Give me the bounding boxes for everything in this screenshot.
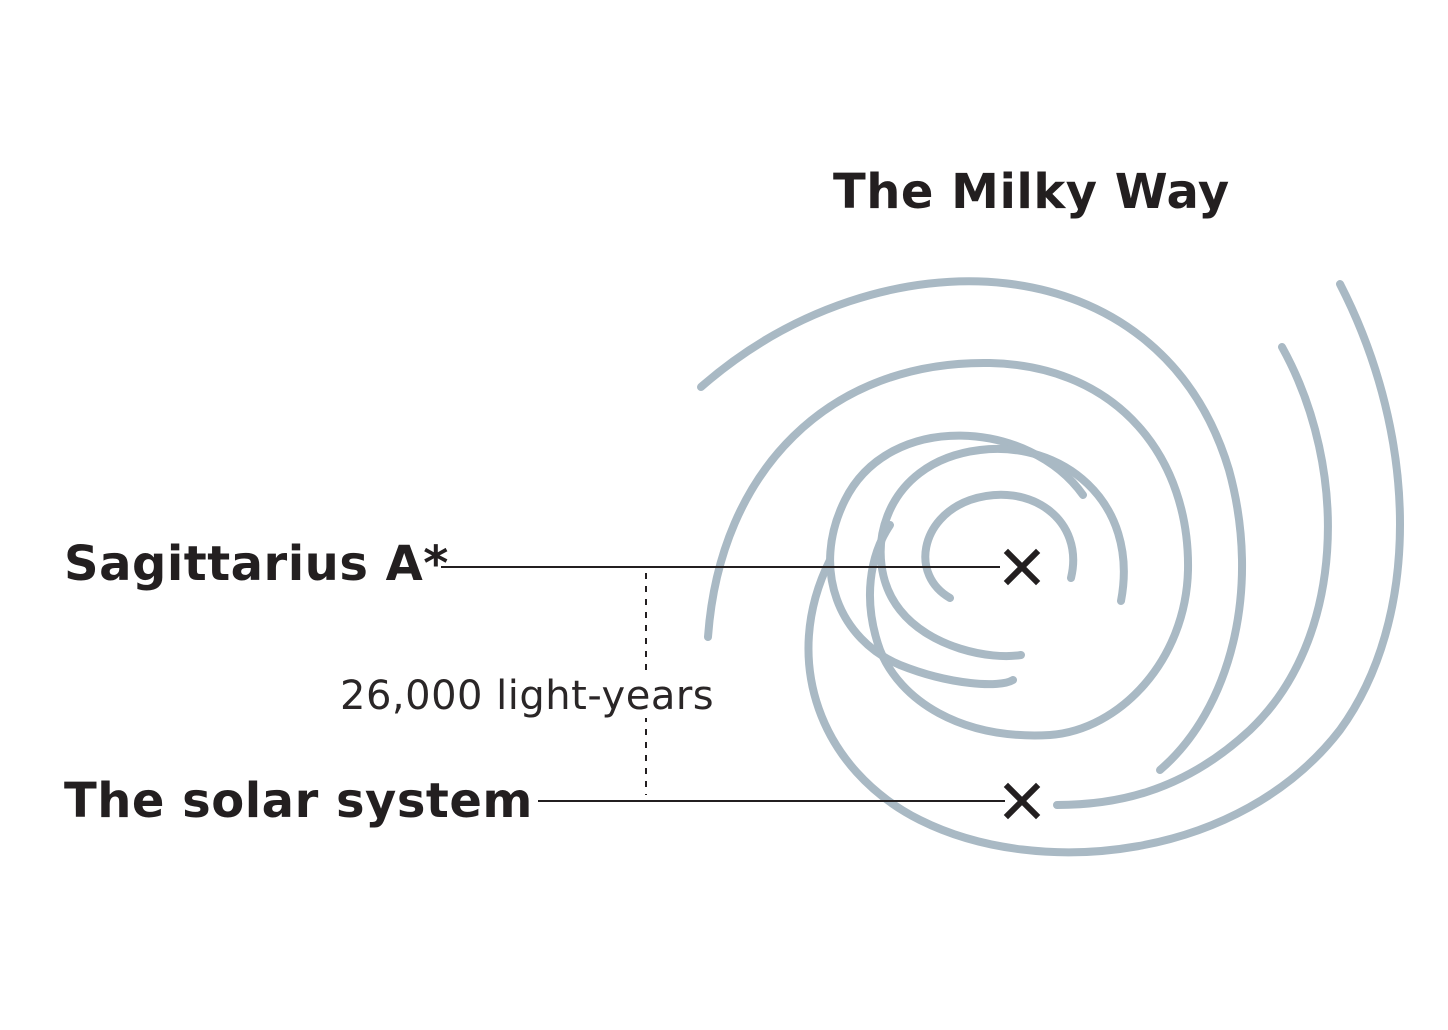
spiral-arms — [697, 277, 1404, 857]
sagittarius-a-label: Sagittarius A* — [64, 536, 449, 592]
spiral-arm-core — [921, 490, 1077, 602]
spiral-arm-right — [804, 280, 1404, 857]
diagram-title: The Milky Way — [833, 164, 1230, 220]
solar-system-label: The solar system — [64, 773, 533, 829]
distance-label: 26,000 light-years — [340, 673, 715, 719]
cross-icon — [1003, 548, 1041, 586]
spiral-arm-middle-right — [1053, 343, 1332, 809]
spiral-arm-inner-loop — [876, 444, 1128, 661]
spiral-arm-outer — [697, 277, 1247, 774]
cross-icon — [1003, 782, 1041, 820]
spiral-arm-inner — [826, 431, 1087, 689]
